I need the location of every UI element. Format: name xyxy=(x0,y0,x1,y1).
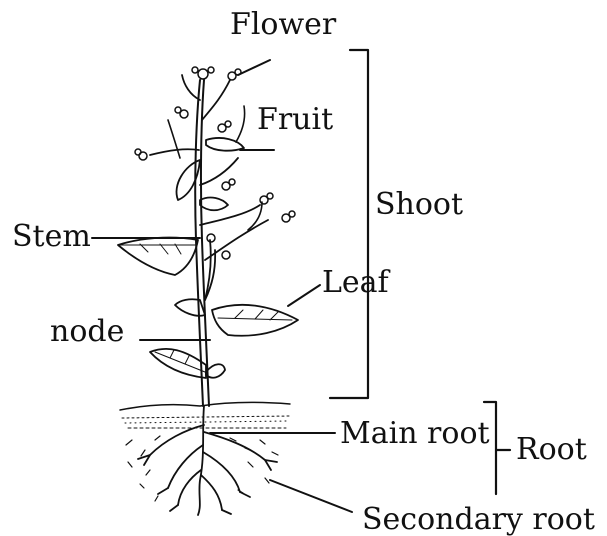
label-secondary-root: Secondary root xyxy=(362,505,595,535)
label-stem: Stem xyxy=(12,222,91,252)
label-flower: Flower xyxy=(230,10,336,40)
label-leaf: Leaf xyxy=(322,268,389,298)
flowers xyxy=(135,67,295,259)
label-shoot: Shoot xyxy=(375,190,463,220)
label-node: node xyxy=(50,317,124,347)
label-main-root: Main root xyxy=(340,419,490,449)
label-root: Root xyxy=(516,435,587,465)
label-fruit: Fruit xyxy=(257,105,333,135)
shoot-bracket xyxy=(330,50,368,398)
soil-surface xyxy=(120,402,290,501)
branches xyxy=(150,75,268,300)
